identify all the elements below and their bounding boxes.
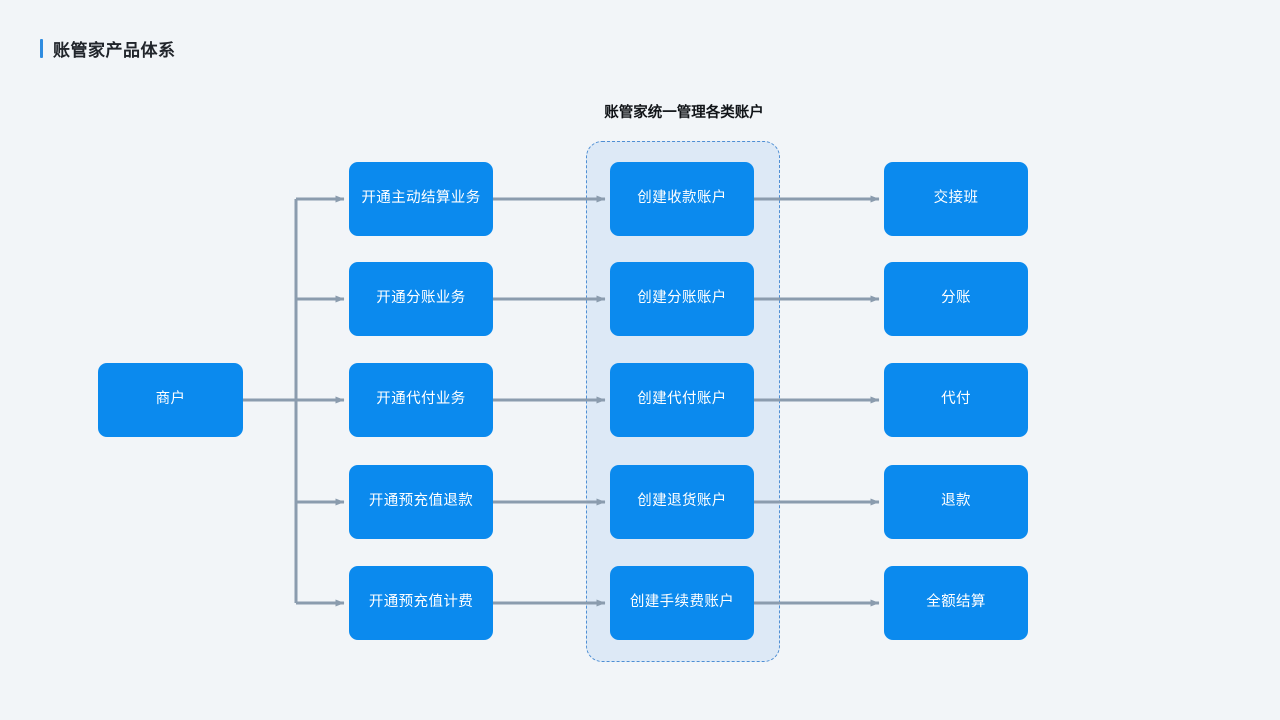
- title-accent-bar: [40, 39, 43, 58]
- node-activate-prepaid-refund[interactable]: 开通预充值退款: [349, 465, 493, 539]
- node-shift-handover[interactable]: 交接班: [884, 162, 1028, 236]
- node-activate-split-billing[interactable]: 开通分账业务: [349, 262, 493, 336]
- node-split-billing[interactable]: 分账: [884, 262, 1028, 336]
- node-full-settlement[interactable]: 全额结算: [884, 566, 1028, 640]
- node-activate-agent-payment[interactable]: 开通代付业务: [349, 363, 493, 437]
- node-create-fee-account[interactable]: 创建手续费账户: [610, 566, 754, 640]
- node-create-split-account[interactable]: 创建分账账户: [610, 262, 754, 336]
- page-title: 账管家产品体系: [53, 41, 176, 60]
- node-activate-active-settlement[interactable]: 开通主动结算业务: [349, 162, 493, 236]
- page-header: 账管家产品体系: [40, 36, 176, 61]
- node-create-return-account[interactable]: 创建退货账户: [610, 465, 754, 539]
- node-refund[interactable]: 退款: [884, 465, 1028, 539]
- node-activate-prepaid-fee[interactable]: 开通预充值计费: [349, 566, 493, 640]
- node-create-agent-payment-account[interactable]: 创建代付账户: [610, 363, 754, 437]
- node-create-collection-account[interactable]: 创建收款账户: [610, 162, 754, 236]
- diagram-subtitle: 账管家统一管理各类账户: [604, 105, 764, 121]
- node-merchant[interactable]: 商户: [98, 363, 243, 437]
- node-agent-payment[interactable]: 代付: [884, 363, 1028, 437]
